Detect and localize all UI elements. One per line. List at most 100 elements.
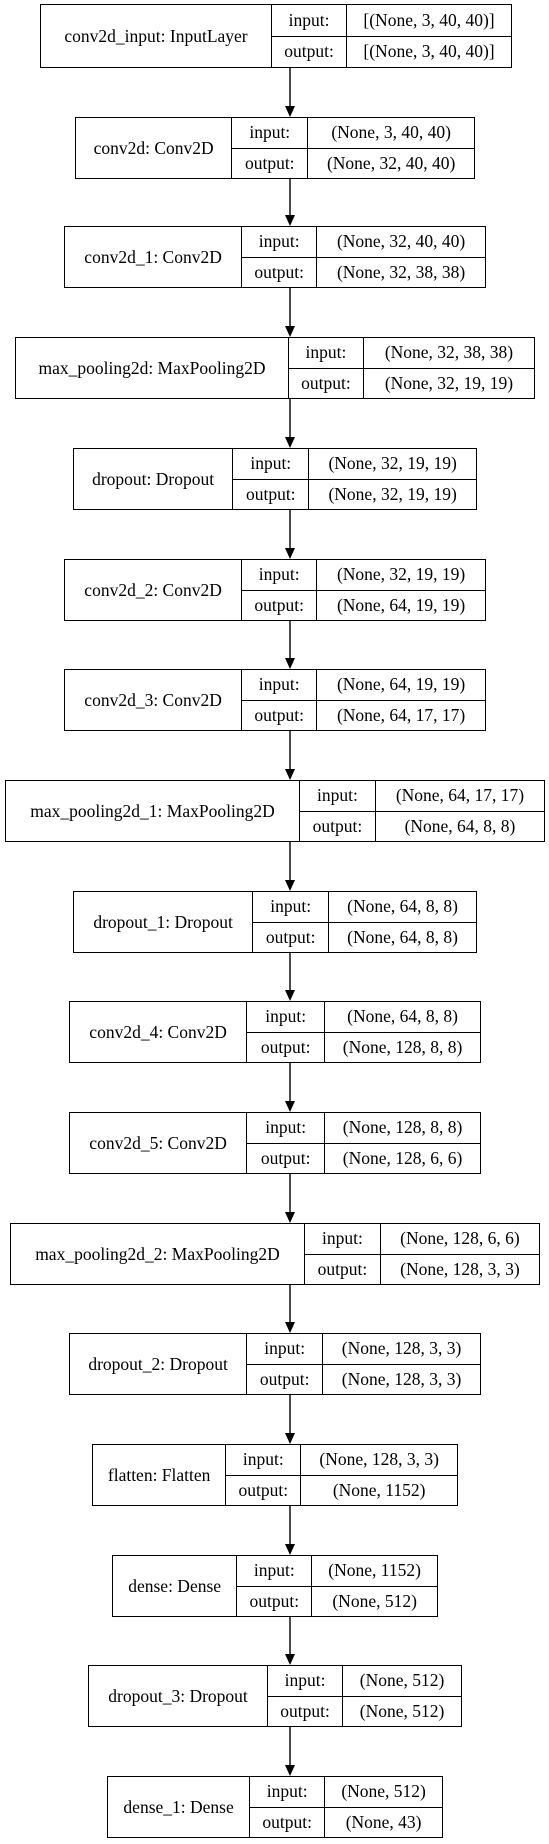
arrowhead [285,548,295,559]
output-label: output: [237,1586,313,1616]
input-label: input: [233,449,310,479]
input-row: input: (None, 64, 8, 8) [253,892,476,922]
input-shape: (None, 128, 8, 8) [342,1117,463,1138]
arrowhead [285,106,295,117]
input-shape: (None, 64, 8, 8) [347,896,458,917]
arrowhead [285,1322,295,1333]
output-shape: (None, 64, 8, 8) [347,926,458,947]
layer-name: conv2d_2: Conv2D [65,560,243,620]
output-shape: [(None, 3, 40, 40)] [363,41,495,62]
input-row: input: (None, 64, 17, 17) [300,781,544,811]
input-shape: (None, 3, 40, 40) [331,122,451,143]
output-label: output: [226,1475,302,1505]
output-label: output: [250,1807,326,1837]
layer-ports: input: (None, 64, 17, 17)output: (None, 64… [299,781,544,841]
output-label: output: [242,700,318,730]
layer-name: dropout_3: Dropout [89,1666,269,1726]
arrowhead [285,437,295,448]
output-label: output: [247,1143,326,1173]
arrowhead [285,1212,295,1223]
arrowhead [285,215,295,226]
output-label: output: [305,1254,381,1284]
arrowhead [285,1654,295,1665]
input-row: input: (None, 3, 40, 40) [232,118,474,148]
output-label: output: [242,590,318,620]
input-shape: (None, 128, 6, 6) [400,1228,520,1249]
output-shape: (None, 64, 19, 19) [336,594,466,615]
output-label: output: [233,479,310,509]
input-row: input: (None, 32, 19, 19) [233,449,476,479]
input-row: input:(None, 32, 19, 19) [242,560,485,590]
input-row: input:(None, 32, 40, 40) [242,227,485,257]
layer-ports: input:(None, 512)output:(None, 43) [250,1777,442,1837]
input-label: input: [247,1002,326,1032]
input-row: input:(None, 512) [250,1777,442,1807]
layer-ports: input: (None, 3, 40, 40) output: (None, 32,… [232,118,474,178]
arrowhead [285,880,295,891]
output-row: output:(None, 64, 17, 17) [242,699,485,730]
layer-ports: input:(None, 128, 8, 8)output:(None, 128… [247,1113,480,1173]
input-shape: (None, 1152) [328,1560,421,1581]
arrowhead [285,1544,295,1555]
output-row: output:(None, 128, 3, 3) [247,1363,480,1394]
input-label: input: [247,1334,324,1364]
output-row: output: (None, 64, 19, 19) [242,589,485,620]
arrowhead [285,658,295,669]
input-shape: (None, 512) [359,1670,445,1691]
output-label: output: [300,811,376,841]
layer-name: max_pooling2d_2: MaxPooling2D [11,1224,305,1284]
input-shape: (None, 64, 17, 17) [395,785,525,806]
output-row: output:(None, 512) [237,1585,437,1616]
output-shape: (None, 128, 8, 8) [342,1036,463,1057]
input-label: input: [232,118,309,148]
output-label: output: [232,148,309,178]
layer-name: flatten: Flatten [93,1445,227,1505]
output-shape: (None, 32, 40, 40) [326,152,456,173]
arrowhead [285,1765,295,1776]
output-row: output: (None, 128, 3, 3) [304,1253,539,1284]
input-row: input: (None, 128, 6, 6) [305,1224,539,1254]
output-shape: (None, 32, 38, 38) [336,261,466,282]
input-label: input: [300,781,376,811]
input-shape: (None, 32, 19, 19) [328,453,457,474]
input-label: input: [226,1445,302,1475]
layer-name: dropout: Dropout [74,449,234,509]
layer-name: dropout_2: Dropout [70,1334,248,1394]
input-label: input: [253,892,330,922]
arrowhead [285,1101,295,1112]
input-shape: (None, 512) [341,1781,426,1802]
arrowhead [285,326,295,337]
layer-ports: input:(None, 32, 40, 40)output: (None, 32… [242,227,485,287]
layer-name: conv2d_4: Conv2D [70,1002,248,1062]
output-shape: (None, 128, 3, 3) [400,1258,520,1279]
input-row: input: (None, 64, 8, 8) [247,1002,480,1032]
output-label: output: [242,257,318,287]
output-row: output:(None, 32, 19, 19) [233,478,476,509]
output-row: output:(None, 32, 19, 19) [288,367,534,398]
output-row: output:(None, 128, 6, 6) [247,1142,480,1173]
output-row: output:[(None, 3, 40, 40)] [272,35,511,67]
layer-ports: input:(None, 1152)output:(None, 512) [237,1556,437,1616]
layer-name: conv2d_1: Conv2D [65,227,243,287]
layer-ports: input:[(None, 3, 40, 40)]output:[(None, … [272,5,511,67]
layer-name: conv2d_5: Conv2D [70,1113,248,1173]
layer-ports: input: (None, 64, 8, 8) output: (None, 64, … [253,892,476,952]
input-label: input: [305,1224,381,1254]
input-shape: (None, 64, 19, 19) [336,674,466,695]
layer-name: dense: Dense [113,1556,238,1616]
input-shape: (None, 64, 8, 8) [347,1006,458,1027]
layer-ports: input: (None, 128, 6, 6) output: (None, 128… [304,1224,539,1284]
output-label: output: [253,922,330,952]
